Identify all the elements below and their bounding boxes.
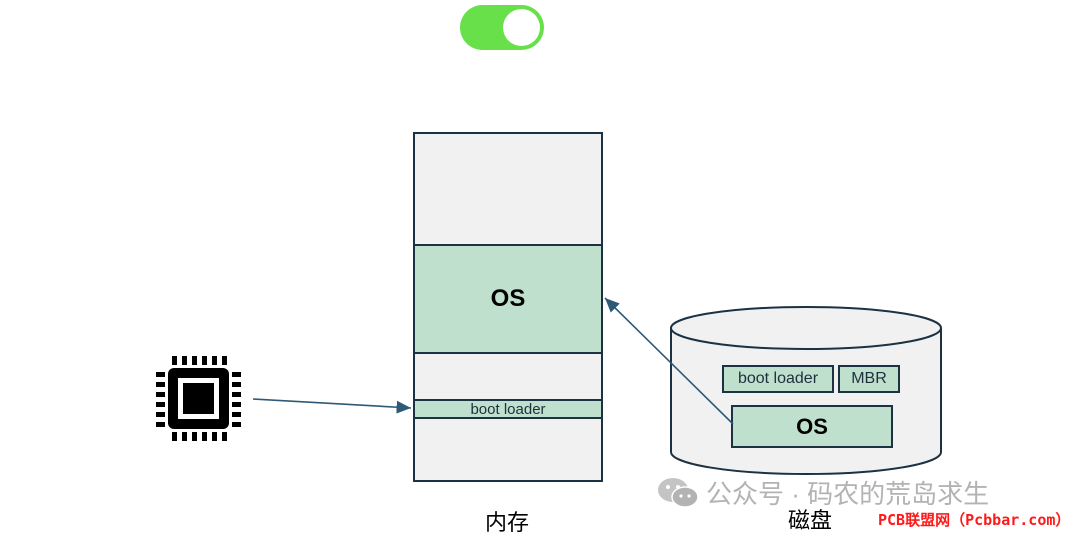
memory-boot-label: boot loader [470, 400, 546, 418]
source-text: PCB联盟网（Pcbbar.com） [878, 511, 1071, 529]
memory-caption: 内存 [485, 510, 530, 535]
disk-mbr-label: MBR [851, 370, 887, 387]
memory-os-segment: OS [415, 244, 601, 354]
disk-mbr-box: MBR [838, 365, 900, 393]
memory-os-label: OS [490, 285, 526, 312]
watermark: 公众号 · 码农的荒岛求生 [656, 474, 989, 511]
disk-os-to-memory-os-arrow [604, 297, 734, 425]
cpu-to-bootloader-arrow [252, 398, 412, 414]
disk-os-box: OS [731, 405, 893, 448]
cpu-chip-icon [156, 356, 241, 441]
disk-boot-loader-box: boot loader [722, 365, 834, 393]
memory-boot-loader-segment: boot loader [415, 399, 601, 419]
watermark-text: 公众号 · 码农的荒岛求生 [706, 479, 990, 509]
disk-boot-label: boot loader [737, 370, 819, 387]
toggle-knob [503, 9, 540, 46]
toggle-switch[interactable] [460, 5, 544, 50]
disk-caption: 磁盘 [788, 508, 833, 533]
memory-block: OS boot loader [413, 132, 603, 482]
wechat-icon [658, 477, 699, 508]
disk-os-label: OS [796, 413, 828, 439]
